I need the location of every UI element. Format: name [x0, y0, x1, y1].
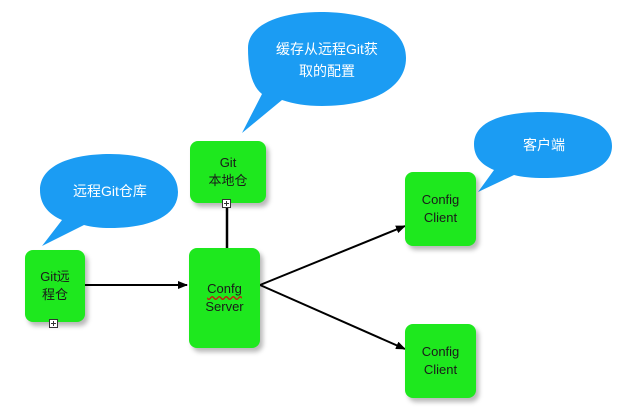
node-config-client-top-line2: Client	[423, 210, 458, 225]
node-config-server-line1: Confg	[207, 281, 242, 296]
callout-remote-repo-shape	[40, 154, 178, 246]
node-git-local[interactable]: Git 本地仓	[190, 141, 266, 203]
callout-cache-text: 缓存从远程Git获 取的配置	[250, 30, 404, 90]
node-git-remote[interactable]: Git远 程仓	[25, 250, 85, 322]
callout-cache-line1: 缓存从远程Git获	[276, 41, 378, 57]
plus-square-icon[interactable]	[49, 319, 58, 328]
node-config-client-top-line1: Config	[421, 192, 460, 207]
node-git-local-line1: Git	[219, 155, 237, 170]
node-config-client-bottom[interactable]: Config Client	[405, 324, 476, 398]
callout-cache-line2: 取的配置	[299, 63, 355, 79]
node-git-remote-line1: Git远	[40, 269, 70, 284]
node-config-client-bottom-line2: Client	[423, 362, 458, 377]
callout-client-shape	[474, 112, 612, 192]
node-config-client-top[interactable]: Config Client	[405, 172, 476, 246]
callout-client-text: 客户端	[523, 137, 565, 153]
plus-square-icon[interactable]	[222, 199, 231, 208]
node-config-server-line2: Server	[205, 299, 244, 314]
node-config-server[interactable]: Confg Server	[189, 248, 260, 348]
callout-remote-repo-text: 远程Git仓库	[73, 183, 147, 199]
edge-server-to-client-top	[259, 225, 406, 286]
callout-client	[474, 112, 612, 192]
edge-server-to-client-bottom	[259, 284, 406, 350]
node-config-client-bottom-line1: Config	[421, 344, 460, 359]
callout-remote-repo	[40, 154, 178, 246]
callout-cache	[242, 12, 406, 133]
callout-cache-shape	[242, 12, 406, 133]
node-git-local-line2: 本地仓	[208, 173, 248, 188]
node-git-remote-line2: 程仓	[41, 287, 68, 302]
